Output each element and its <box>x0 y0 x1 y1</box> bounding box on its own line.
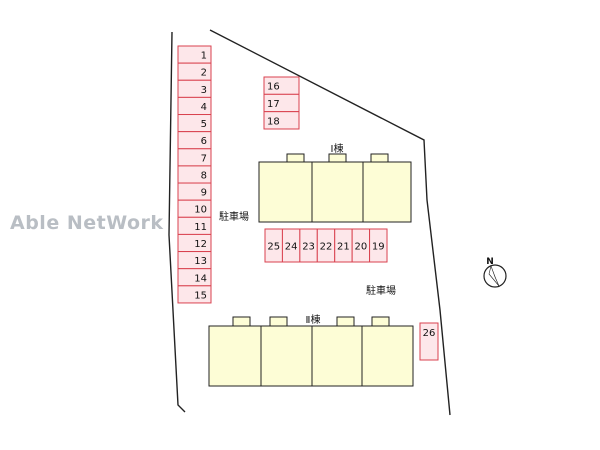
boundary-right <box>209 29 451 416</box>
building-1-unit-3 <box>362 161 412 223</box>
parking-space-number: 23 <box>302 242 315 253</box>
parking-space-19: 19 <box>369 228 388 263</box>
parking-space-9: 9 <box>177 182 212 201</box>
parking-space-23: 23 <box>299 228 318 263</box>
parking-space-number: 3 <box>201 85 207 96</box>
parking-block-upper: 16 17 18 <box>263 76 300 130</box>
parking-area-label-right: 駐車場 <box>366 284 396 297</box>
parking-space-13: 13 <box>177 251 212 270</box>
building-2-balcony-1 <box>232 316 251 327</box>
parking-space-number: 17 <box>267 99 280 110</box>
parking-space-24: 24 <box>281 228 301 263</box>
watermark-logo: Able NetWork <box>10 212 164 234</box>
parking-single-right: 26 <box>419 322 439 361</box>
parking-space-number: 1 <box>201 51 207 62</box>
boundary-left <box>168 31 186 413</box>
parking-row-middle: 25 24 23 22 21 20 19 <box>264 228 388 263</box>
parking-space-5: 5 <box>177 114 212 133</box>
parking-space-8: 8 <box>177 165 212 184</box>
building-2 <box>208 316 414 387</box>
parking-space-20: 20 <box>351 228 371 263</box>
parking-space-17: 17 <box>263 93 300 113</box>
building-1-label: Ⅰ棟 <box>331 142 344 155</box>
parking-space-number: 18 <box>267 116 280 127</box>
parking-space-number: 13 <box>194 256 207 267</box>
building-1-unit-1 <box>258 161 313 223</box>
parking-space-number: 26 <box>423 328 436 339</box>
building-2-balcony-4 <box>371 316 390 327</box>
building-2-label: Ⅱ棟 <box>306 313 321 326</box>
parking-space-12: 12 <box>177 233 212 253</box>
parking-space-number: 19 <box>372 242 385 253</box>
parking-space-number: 5 <box>201 119 207 130</box>
parking-space-number: 8 <box>201 170 207 181</box>
parking-space-4: 4 <box>177 96 212 116</box>
parking-space-26: 26 <box>419 322 439 361</box>
parking-space-number: 4 <box>201 102 207 113</box>
parking-space-3: 3 <box>177 79 212 98</box>
parking-space-2: 2 <box>177 62 212 81</box>
parking-space-number: 12 <box>194 239 207 250</box>
building-2-unit-3 <box>311 325 363 387</box>
parking-space-1: 1 <box>177 45 212 64</box>
parking-space-number: 21 <box>337 242 350 253</box>
compass-north-letter: N <box>486 257 494 267</box>
parking-space-number: 20 <box>354 242 367 253</box>
north-compass-icon: N <box>483 257 507 288</box>
parking-space-number: 6 <box>201 136 207 147</box>
building-2-unit-4 <box>361 325 414 387</box>
parking-space-number: 11 <box>194 222 207 233</box>
parking-space-21: 21 <box>334 228 353 263</box>
parking-space-7: 7 <box>177 148 212 167</box>
parking-space-number: 9 <box>201 188 207 199</box>
parking-space-box <box>419 322 439 361</box>
property-boundary <box>168 29 451 416</box>
parking-space-number: 25 <box>267 242 280 253</box>
parking-space-11: 11 <box>177 216 212 235</box>
parking-space-number: 14 <box>194 273 207 284</box>
parking-space-box <box>369 228 388 263</box>
parking-area-label-left: 駐車場 <box>219 210 249 223</box>
building-1 <box>258 153 412 223</box>
parking-space-number: 24 <box>285 242 298 253</box>
parking-space-16: 16 <box>263 76 300 95</box>
building-1-unit-2 <box>311 161 364 223</box>
parking-space-number: 7 <box>201 153 207 164</box>
parking-space-22: 22 <box>316 228 336 263</box>
parking-space-15: 15 <box>177 285 212 304</box>
building-2-balcony-3 <box>336 316 355 327</box>
parking-space-number: 22 <box>320 242 333 253</box>
building-1-balcony-3 <box>370 153 389 163</box>
parking-space-10: 10 <box>177 199 212 218</box>
parking-space-box <box>177 285 212 304</box>
parking-space-number: 15 <box>194 290 207 301</box>
parking-space-14: 14 <box>177 268 212 287</box>
building-2-balcony-2 <box>269 316 288 327</box>
parking-space-number: 10 <box>194 205 207 216</box>
parking-space-number: 2 <box>201 68 207 79</box>
parking-space-6: 6 <box>177 131 212 150</box>
parking-space-number: 16 <box>267 82 280 93</box>
building-1-balcony-2 <box>328 153 347 163</box>
compass-needle-light <box>488 264 500 287</box>
building-1-balcony-1 <box>286 153 305 163</box>
parking-space-18: 18 <box>263 111 300 130</box>
building-2-unit-1 <box>208 325 262 387</box>
parking-space-25: 25 <box>264 228 283 263</box>
parking-space-box <box>263 111 300 130</box>
building-2-unit-2 <box>260 325 313 387</box>
